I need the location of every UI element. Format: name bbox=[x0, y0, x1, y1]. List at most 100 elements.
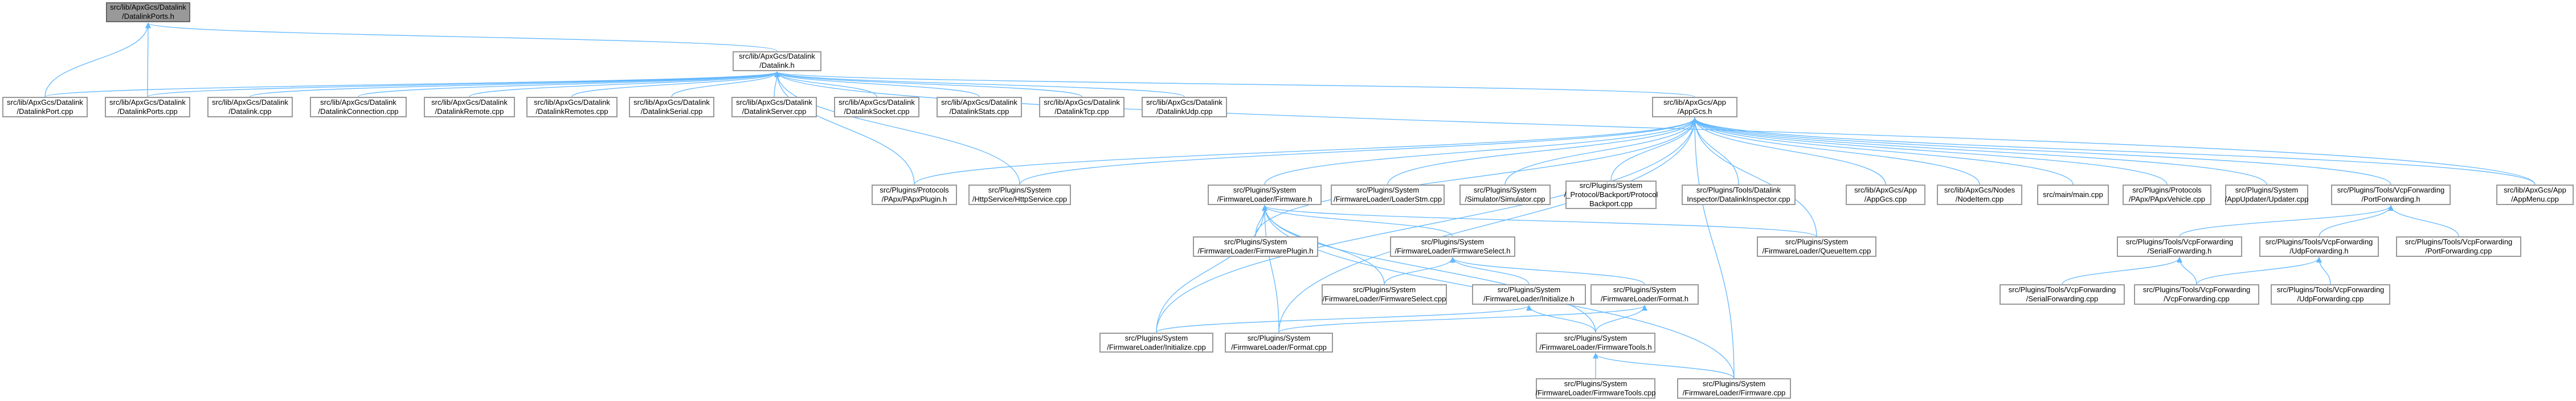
graph-node-simulator-cpp[interactable]: src/Plugins/System /Simulator/Simulator.… bbox=[1459, 185, 1551, 205]
graph-node-datalinktcp-cpp[interactable]: src/lib/ApxGcs/Datalink /DatalinkTcp.cpp bbox=[1039, 97, 1125, 117]
graph-node-label: src/Plugins/System /FirmwareLoader/Firmw… bbox=[1535, 379, 1656, 398]
graph-node-datalinkserial-cpp[interactable]: src/lib/ApxGcs/Datalink /DatalinkSerial.… bbox=[629, 97, 714, 117]
graph-node-label: src/Plugins/System /FirmwareLoader/Forma… bbox=[1601, 285, 1688, 304]
graph-node-label: src/lib/ApxGcs/Datalink /DatalinkUdp.cpp bbox=[1146, 97, 1222, 116]
graph-node-vcpforwarding-cpp[interactable]: src/Plugins/Tools/VcpForwarding /VcpForw… bbox=[2134, 284, 2259, 305]
graph-node-datalinkconnection-cpp[interactable]: src/lib/ApxGcs/Datalink /DatalinkConnect… bbox=[310, 97, 407, 117]
dependency-edge bbox=[774, 71, 1695, 97]
graph-node-label: src/Plugins/System /FirmwareLoader/Queue… bbox=[1762, 238, 1871, 256]
graph-node-datalinkremote-cpp[interactable]: src/lib/ApxGcs/Datalink /DatalinkRemote.… bbox=[424, 97, 515, 117]
dependency-edge bbox=[1262, 204, 1596, 333]
graph-node-datalinkinspector-cpp[interactable]: src/Plugins/Tools/Datalink Inspector/Dat… bbox=[1682, 185, 1796, 205]
graph-node-label: src/lib/ApxGcs/Datalink /DatalinkTcp.cpp bbox=[1044, 97, 1120, 116]
dependency-edge bbox=[469, 71, 780, 97]
dependency-edge bbox=[147, 71, 780, 97]
graph-node-datalinkport-cpp[interactable]: src/lib/ApxGcs/Datalink /DatalinkPort.cp… bbox=[2, 97, 88, 117]
graph-node-format-cpp[interactable]: src/Plugins/System /FirmwareLoader/Forma… bbox=[1225, 332, 1333, 353]
dependency-edge bbox=[774, 71, 980, 97]
graph-node-serialforwarding-h[interactable]: src/Plugins/Tools/VcpForwarding /SerialF… bbox=[2117, 236, 2242, 257]
graph-node-label: src/lib/ApxGcs/Datalink /DatalinkRemotes… bbox=[534, 97, 610, 116]
graph-node-label: src/lib/ApxGcs/Datalink /DatalinkPort.cp… bbox=[7, 97, 83, 116]
graph-node-firmwareplugin-h[interactable]: src/Plugins/System /FirmwareLoader/Firmw… bbox=[1193, 236, 1318, 257]
graph-node-datalinksocket-cpp[interactable]: src/lib/ApxGcs/Datalink /DatalinkSocket.… bbox=[834, 97, 919, 117]
graph-node-udpforwarding-cpp[interactable]: src/Plugins/Tools/VcpForwarding /UdpForw… bbox=[2271, 284, 2390, 305]
graph-node-label: src/Plugins/Tools/Datalink Inspector/Dat… bbox=[1687, 185, 1790, 203]
graph-node-firmware-h[interactable]: src/Plugins/System /FirmwareLoader/Firmw… bbox=[1208, 185, 1322, 205]
dependency-edge bbox=[1692, 117, 2536, 185]
dependency-edge bbox=[1692, 117, 2391, 185]
graph-node-portforwarding-cpp[interactable]: src/Plugins/Tools/VcpForwarding /PortFor… bbox=[2396, 236, 2521, 257]
dependency-edge bbox=[1692, 117, 1817, 237]
graph-node-nodeitem-cpp[interactable]: src/lib/ApxGcs/Nodes /NodeItem.cpp bbox=[1937, 185, 2022, 205]
graph-node-label: src/lib/ApxGcs/Datalink /DatalinkSocket.… bbox=[839, 97, 915, 116]
dependency-edge bbox=[1450, 257, 1645, 285]
dependency-edge bbox=[1019, 117, 1698, 185]
graph-node-papxvehicle-cpp[interactable]: src/Plugins/Protocols /PApx/PApxVehicle.… bbox=[2123, 185, 2211, 205]
graph-node-udpforwarding-h[interactable]: src/Plugins/Tools/VcpForwarding /UdpForw… bbox=[2259, 236, 2379, 257]
graph-node-label: src/lib/ApxGcs/App /AppGcs.h bbox=[1663, 97, 1726, 116]
graph-node-label: src/Plugins/System /FirmwareLoader/Initi… bbox=[1107, 333, 1206, 351]
graph-node-firmwaretools-h[interactable]: src/Plugins/System /FirmwareLoader/Firmw… bbox=[1536, 332, 1655, 353]
dependency-edge bbox=[2316, 257, 2331, 285]
dependency-edge bbox=[1692, 117, 1735, 379]
dependency-edge bbox=[1692, 117, 1739, 185]
graph-node-label: src/lib/ApxGcs/Datalink /Datalink.h bbox=[739, 52, 815, 70]
graph-node-datalink-h[interactable]: src/lib/ApxGcs/Datalink /Datalink.h bbox=[733, 51, 821, 72]
graph-node-httpservice-cpp[interactable]: src/Plugins/System /HttpService/HttpServ… bbox=[968, 185, 1071, 205]
graph-node-datalinkserver-cpp[interactable]: src/lib/ApxGcs/Datalink /DatalinkServer.… bbox=[731, 97, 817, 117]
graph-node-main-cpp[interactable]: src/main/main.cpp bbox=[2037, 185, 2109, 205]
graph-node-appgcs-cpp[interactable]: src/lib/ApxGcs/App /AppGcs.cpp bbox=[1846, 185, 1925, 205]
graph-node-datalinkudp-cpp[interactable]: src/lib/ApxGcs/Datalink /DatalinkUdp.cpp bbox=[1142, 97, 1227, 117]
graph-node-label: src/lib/ApxGcs/Datalink /Datalink.cpp bbox=[212, 97, 288, 116]
graph-node-serialforwarding-cpp[interactable]: src/Plugins/Tools/VcpForwarding /SerialF… bbox=[2000, 284, 2125, 305]
graph-node-datalink-cpp[interactable]: src/lib/ApxGcs/Datalink /Datalink.cpp bbox=[207, 97, 293, 117]
dependency-edge bbox=[1262, 204, 1817, 237]
graph-node-label: src/Plugins/System /_Protocol/Backport/P… bbox=[1564, 181, 1658, 208]
graph-node-label: src/lib/ApxGcs/Datalink /DatalinkStats.c… bbox=[941, 97, 1017, 116]
dependency-edge bbox=[1264, 117, 1698, 185]
graph-node-queueitem-cpp[interactable]: src/Plugins/System /FirmwareLoader/Queue… bbox=[1757, 236, 1876, 257]
graph-node-datalinkports-cpp[interactable]: src/lib/ApxGcs/Datalink /DatalinkPorts.c… bbox=[105, 97, 190, 117]
graph-node-label: src/Plugins/Tools/VcpForwarding /UdpForw… bbox=[2265, 238, 2373, 256]
graph-node-datalinkremotes-cpp[interactable]: src/lib/ApxGcs/Datalink /DatalinkRemotes… bbox=[526, 97, 618, 117]
graph-node-label: src/Plugins/Tools/VcpForwarding /SerialF… bbox=[2008, 285, 2116, 304]
dependency-edge bbox=[1278, 305, 1647, 333]
graph-node-firmware-cpp[interactable]: src/Plugins/System /FirmwareLoader/Firmw… bbox=[1677, 378, 1791, 399]
graph-node-firmwaretools-cpp[interactable]: src/Plugins/System /FirmwareLoader/Firmw… bbox=[1536, 378, 1655, 399]
graph-node-label: src/lib/ApxGcs/Datalink /DatalinkRemote.… bbox=[431, 97, 508, 116]
graph-node-apxplugin-h[interactable]: src/Plugins/Protocols /PApx/PApxPlugin.h bbox=[872, 185, 957, 205]
dependency-edge bbox=[1156, 305, 1532, 333]
dependency-edge bbox=[2319, 204, 2394, 237]
graph-node-loaderstm-cpp[interactable]: src/Plugins/System /FirmwareLoader/Loade… bbox=[1331, 185, 1445, 205]
graph-node-appupdater-cpp[interactable]: src/Plugins/System /AppUpdater/Updater.c… bbox=[2225, 185, 2308, 205]
graph-node-firmwareselect-cpp[interactable]: src/Plugins/System /FirmwareLoader/Firmw… bbox=[1322, 284, 1447, 305]
dependency-edge bbox=[1526, 305, 1596, 333]
dependency-edge bbox=[2179, 204, 2394, 237]
dependency-edge bbox=[1387, 117, 1698, 185]
graph-node-firmwareselect-h[interactable]: src/Plugins/System /FirmwareLoader/Firmw… bbox=[1390, 236, 1515, 257]
graph-node-datalinkstats-cpp[interactable]: src/lib/ApxGcs/Datalink /DatalinkStats.c… bbox=[937, 97, 1022, 117]
graph-node-appgcs-h[interactable]: src/lib/ApxGcs/App /AppGcs.h bbox=[1652, 97, 1737, 117]
graph-node-label: src/Plugins/System /FirmwareLoader/Firmw… bbox=[1197, 238, 1314, 256]
dependency-edge bbox=[1156, 204, 1267, 333]
dependency-edge bbox=[774, 71, 1020, 185]
graph-node-format-h[interactable]: src/Plugins/System /FirmwareLoader/Forma… bbox=[1590, 284, 1699, 305]
graph-node-backport-cpp[interactable]: src/Plugins/System /_Protocol/Backport/P… bbox=[1564, 180, 1658, 209]
graph-node-appmenu-cpp[interactable]: src/lib/ApxGcs/App /AppMenu.cpp bbox=[2496, 185, 2574, 205]
dependency-edge bbox=[1450, 257, 1530, 285]
graph-node-portforwarding-h[interactable]: src/Plugins/Tools/VcpForwarding /PortFor… bbox=[2331, 185, 2451, 205]
graph-node-label: src/lib/ApxGcs/App /AppGcs.cpp bbox=[1854, 185, 1917, 203]
graph-node-label: src/Plugins/System /HttpService/HttpServ… bbox=[972, 185, 1068, 203]
graph-node-label: src/main/main.cpp bbox=[2043, 190, 2103, 199]
graph-node-label: src/Plugins/System /AppUpdater/Updater.c… bbox=[2225, 185, 2309, 203]
graph-node-label: src/Plugins/System /FirmwareLoader/Initi… bbox=[1483, 285, 1575, 304]
graph-node-initialize-cpp[interactable]: src/Plugins/System /FirmwareLoader/Initi… bbox=[1099, 332, 1213, 353]
dependency-edge bbox=[2062, 257, 2182, 285]
dependency-edge bbox=[1156, 117, 1698, 333]
graph-node-label: src/Plugins/Tools/VcpForwarding /UdpForw… bbox=[2276, 285, 2385, 304]
graph-node-initialize-h[interactable]: src/Plugins/System /FirmwareLoader/Initi… bbox=[1472, 284, 1586, 305]
dependency-edge bbox=[1262, 204, 1453, 237]
dependency-edge bbox=[774, 71, 1082, 97]
